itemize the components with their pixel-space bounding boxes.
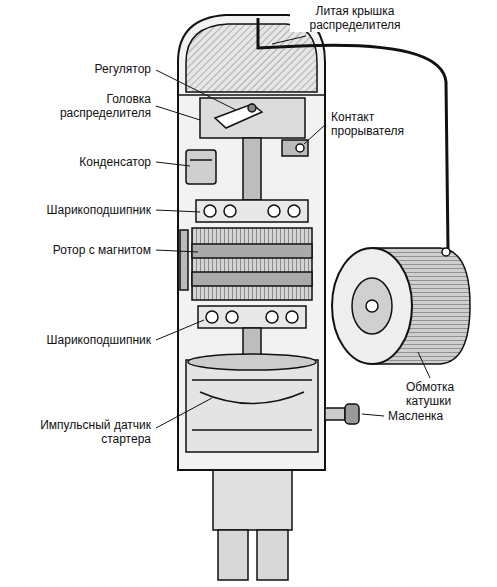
cable-end: [442, 248, 450, 256]
distributor-head: [200, 98, 305, 138]
regulator-pivot: [248, 104, 256, 112]
leader-line: [156, 320, 204, 340]
part-label: Ротор с магнитом: [42, 243, 152, 257]
leader-line: [156, 210, 200, 212]
rotor-shaft: [243, 328, 261, 356]
housing: [178, 15, 325, 470]
part-label: Литая крышка распределителя: [290, 4, 420, 32]
part-label: Импульсный датчик стартера: [32, 418, 152, 446]
condenser-band: [190, 159, 212, 161]
ball-bearing: [196, 200, 308, 222]
magnet-pole: [192, 272, 312, 286]
part-label: Контакт прорывателя: [330, 110, 420, 138]
rotor-magnet: [192, 228, 312, 300]
leader-line: [418, 352, 430, 378]
impulse-starter-ribs: [192, 380, 312, 430]
part-label: Обмотка катушки: [405, 380, 487, 408]
regulator: [215, 104, 262, 128]
part-label: Конденсатор: [42, 155, 152, 169]
cover-joint: [178, 94, 325, 96]
coil-face: [332, 248, 412, 364]
bearing-balls: [206, 311, 298, 323]
oiler-body: [325, 408, 345, 420]
shaft-prong: [218, 530, 248, 580]
part-label: Шарикоподшипник: [42, 333, 152, 347]
leader-line: [304, 124, 326, 144]
magneto-body: [178, 15, 470, 580]
part-label: Шарикоподшипник: [42, 203, 152, 217]
part-label: Масленка: [387, 409, 467, 423]
impulse-starter-top: [188, 354, 316, 370]
coil-core: [352, 278, 392, 334]
breaker-contact: [282, 140, 308, 156]
ball-bearing: [198, 306, 306, 328]
part-label: Головка распределителя: [42, 92, 152, 120]
part-label: Регулятор: [42, 62, 152, 76]
bearing-balls: [204, 205, 300, 217]
condenser: [186, 150, 216, 184]
housing-wall: [180, 230, 188, 290]
coil-terminal: [366, 300, 378, 312]
leader-lines: [156, 36, 430, 428]
shaft-collar: [213, 468, 292, 530]
oiler-cap: [345, 404, 359, 424]
magnet-pole: [192, 244, 312, 258]
leader-line: [156, 70, 236, 110]
leader-line: [272, 36, 306, 44]
impulse-starter: [186, 360, 318, 452]
leader-line: [156, 250, 198, 252]
leader-line: [156, 162, 190, 166]
leader-line: [362, 414, 384, 416]
ht-cable: [258, 18, 448, 250]
leader-line: [156, 398, 212, 428]
cover-cutaway: [186, 24, 317, 92]
leader-line: [156, 106, 200, 120]
impulse-spring: [200, 392, 304, 404]
shaft-prong: [257, 530, 288, 580]
contact-point: [296, 144, 304, 152]
rotor-shaft: [243, 138, 261, 200]
